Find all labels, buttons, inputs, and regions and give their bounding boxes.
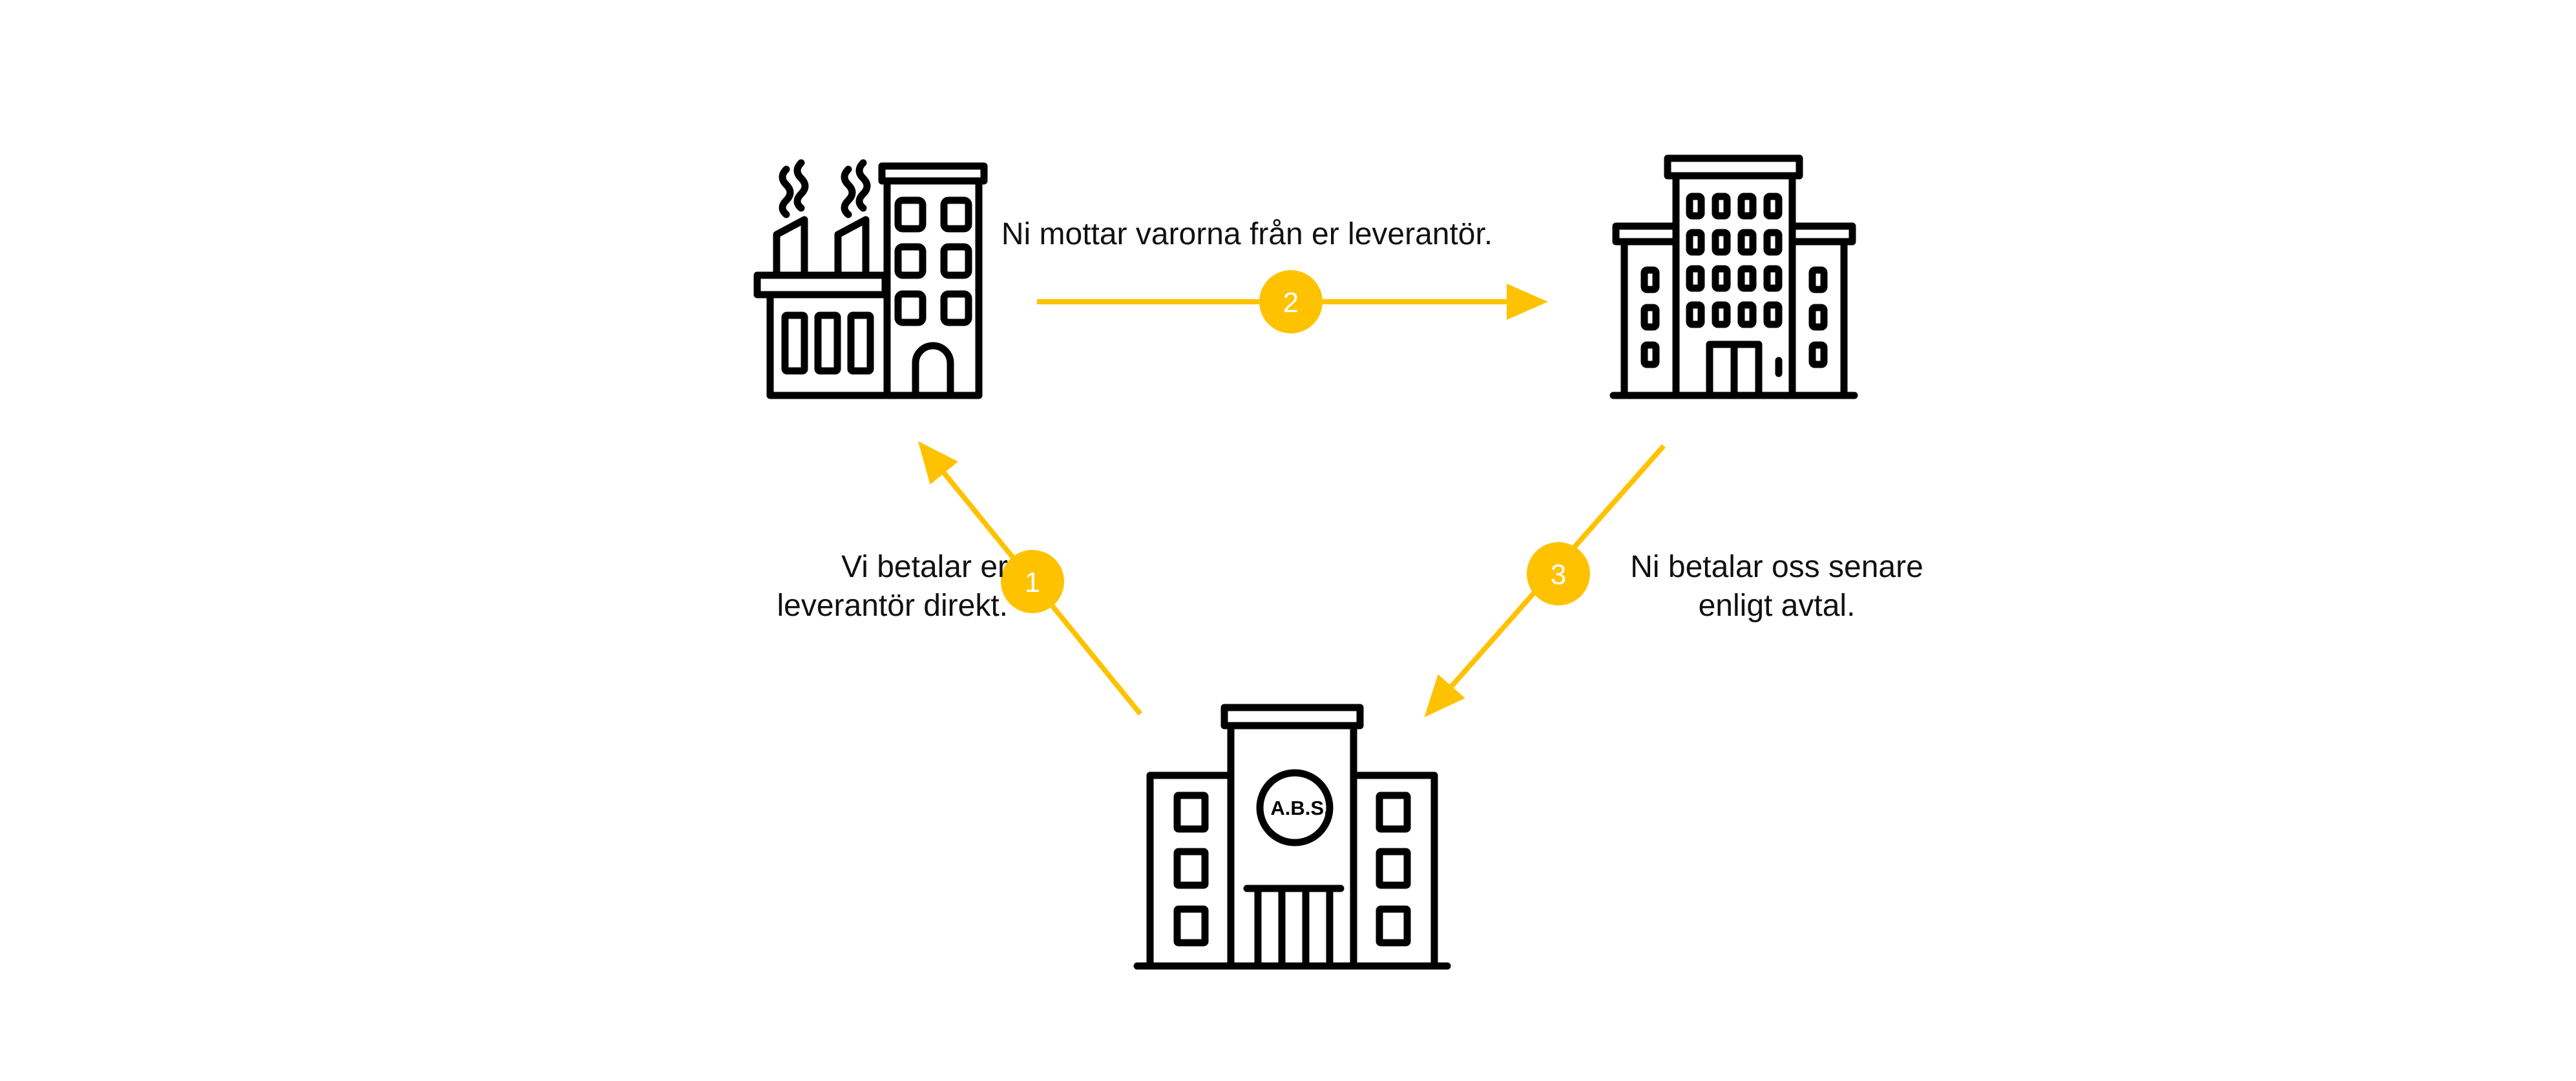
step-1-label: Vi betalar er leverantör direkt. <box>646 548 1009 625</box>
office-building-icon <box>1609 154 1858 399</box>
step-1-badge: 1 <box>1001 550 1064 613</box>
step-2-label: Ni mottar varorna från er leverantör. <box>924 215 1570 254</box>
factory-icon <box>753 159 988 399</box>
abs-sign-text: A.B.S. <box>1270 797 1329 819</box>
step-3-label-line-1: Ni betalar oss senare <box>1630 550 1923 584</box>
step-1-label-line-1: Vi betalar er <box>841 550 1008 584</box>
step-2-badge: 2 <box>1259 270 1323 333</box>
step-2-label-line-1: Ni mottar varorna från er leverantör. <box>1001 217 1493 251</box>
step-1-number: 1 <box>1025 567 1040 598</box>
step-3-label-line-2: enligt avtal. <box>1698 589 1856 623</box>
step-1-label-line-2: leverantör direkt. <box>777 589 1009 623</box>
step-3-number: 3 <box>1551 559 1566 591</box>
step-3-badge: 3 <box>1527 542 1590 605</box>
bank-building-icon <box>1133 704 1451 970</box>
step-3-label: Ni betalar oss senare enligt avtal. <box>1609 548 1945 625</box>
step-2-number: 2 <box>1283 287 1299 319</box>
